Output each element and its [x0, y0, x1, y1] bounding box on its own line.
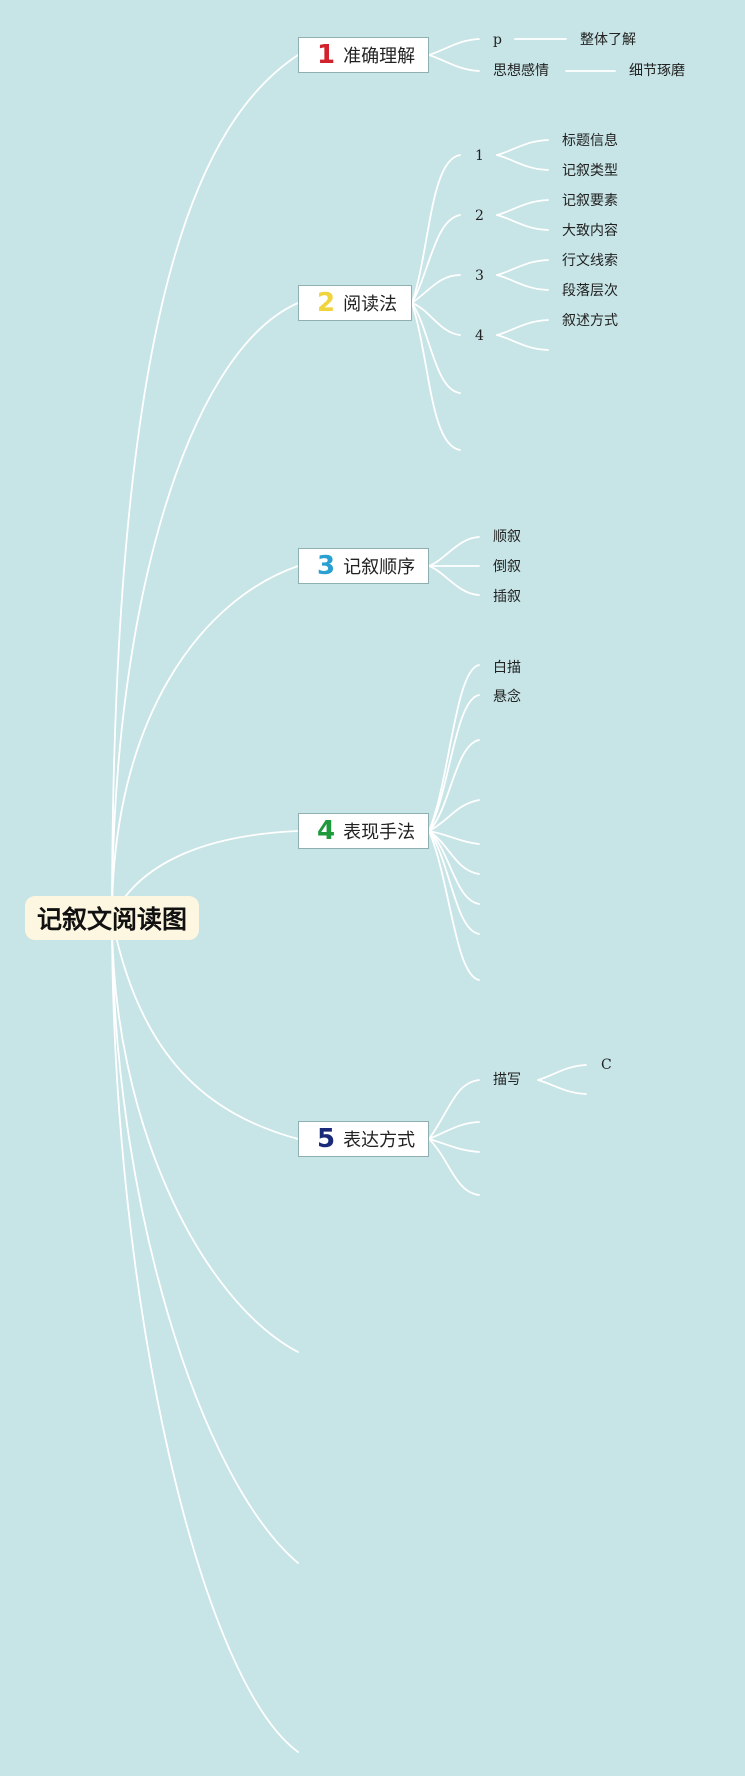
branch-5[interactable]: 5 表达方式: [298, 1121, 429, 1157]
branch-4-label: 表现手法: [343, 822, 416, 843]
root-label: 记叙文阅读图: [36, 905, 187, 934]
branch-2-child-1-sub-2[interactable]: 记叙类型: [562, 163, 618, 179]
branch-1[interactable]: 1 准确理解: [298, 37, 429, 73]
root-node[interactable]: 记叙文阅读图: [25, 896, 199, 940]
branch-2-label: 阅读法: [343, 294, 398, 315]
branch-2-child-3-sub-1[interactable]: 行文线索: [562, 253, 618, 269]
branch-5-child-1[interactable]: 描写: [493, 1072, 521, 1088]
branch-2-number: 2: [317, 288, 336, 318]
branch-2-child-2-sub-1[interactable]: 记叙要素: [562, 193, 618, 209]
branch-4[interactable]: 4 表现手法: [298, 813, 429, 849]
branch-2-child-4-sub-1[interactable]: 叙述方式: [562, 313, 618, 329]
branch-2-child-3-sub-2[interactable]: 段落层次: [562, 283, 618, 299]
branch-4-child-1[interactable]: 白描: [493, 660, 521, 676]
branch-3-label: 记叙顺序: [343, 557, 416, 578]
branch-2-child-1[interactable]: 1: [475, 148, 484, 164]
branch-1-label: 准确理解: [343, 46, 416, 67]
branch-3-child-1[interactable]: 顺叙: [493, 529, 521, 545]
branch-1-child-1-sub-1[interactable]: 整体了解: [580, 32, 636, 48]
branch-2-child-2[interactable]: 2: [475, 208, 484, 224]
branch-3-child-3[interactable]: 插叙: [493, 589, 521, 605]
branch-1-number: 1: [317, 40, 336, 70]
branch-3-number: 3: [317, 551, 336, 581]
branch-2-child-3[interactable]: 3: [475, 268, 484, 284]
branch-2-child-2-sub-2[interactable]: 大致内容: [562, 223, 618, 239]
branch-1-child-2[interactable]: 思想感情: [493, 63, 549, 79]
branch-5-child-1-sub-1[interactable]: C: [601, 1057, 612, 1073]
branch-3-child-2[interactable]: 倒叙: [493, 559, 521, 575]
branch-2-child-4[interactable]: 4: [475, 328, 484, 344]
branch-1-child-2-sub-1[interactable]: 细节琢磨: [629, 63, 685, 79]
branch-4-child-2[interactable]: 悬念: [493, 689, 521, 705]
branch-1-child-1[interactable]: p: [493, 32, 502, 48]
branch-4-number: 4: [317, 816, 336, 846]
branch-5-number: 5: [317, 1124, 336, 1154]
branch-2[interactable]: 2 阅读法: [298, 285, 412, 321]
branch-5-label: 表达方式: [343, 1130, 416, 1151]
branch-2-child-1-sub-1[interactable]: 标题信息: [562, 133, 618, 149]
branch-3[interactable]: 3 记叙顺序: [298, 548, 429, 584]
